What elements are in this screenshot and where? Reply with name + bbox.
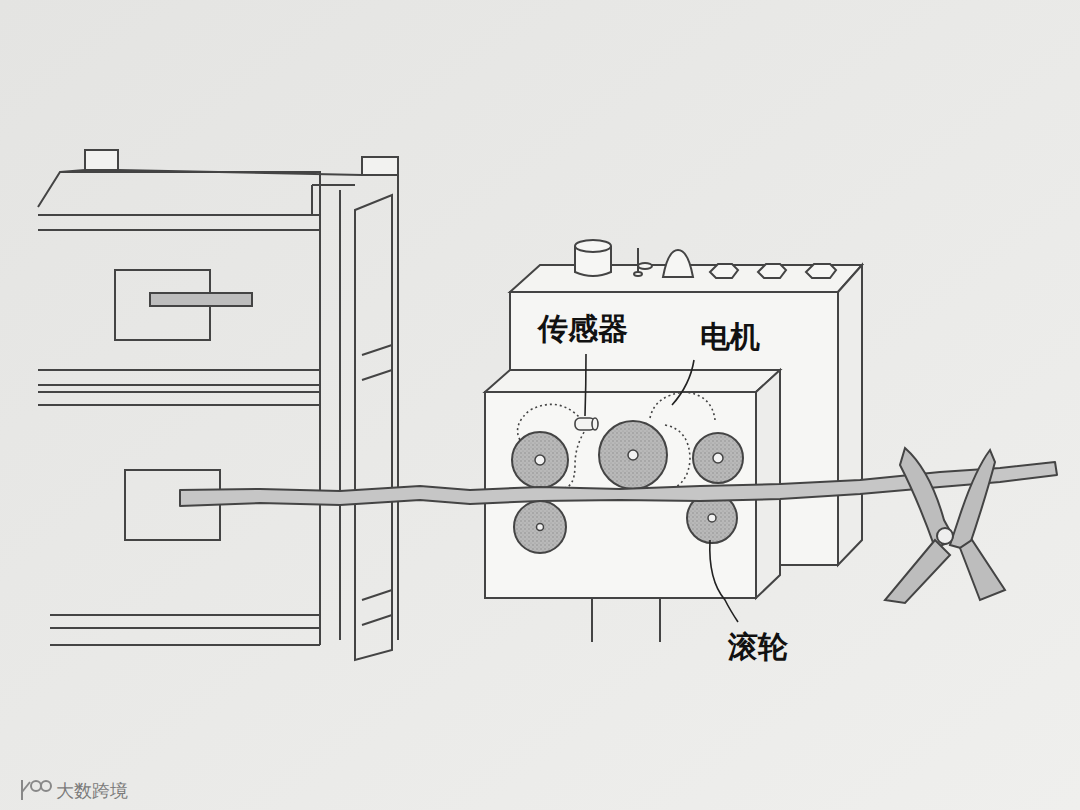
cabinet [38,150,398,660]
roller-box [485,370,780,642]
part-label: 电机 [700,320,760,353]
leader-lines [585,354,738,622]
sensor [575,418,598,430]
part-label: 传感器 [538,312,628,345]
watermark-text: 大数跨境 [56,781,128,801]
watermark-logo [22,780,51,800]
part-label: 滚轮 [728,630,788,663]
scissors [885,448,1005,603]
